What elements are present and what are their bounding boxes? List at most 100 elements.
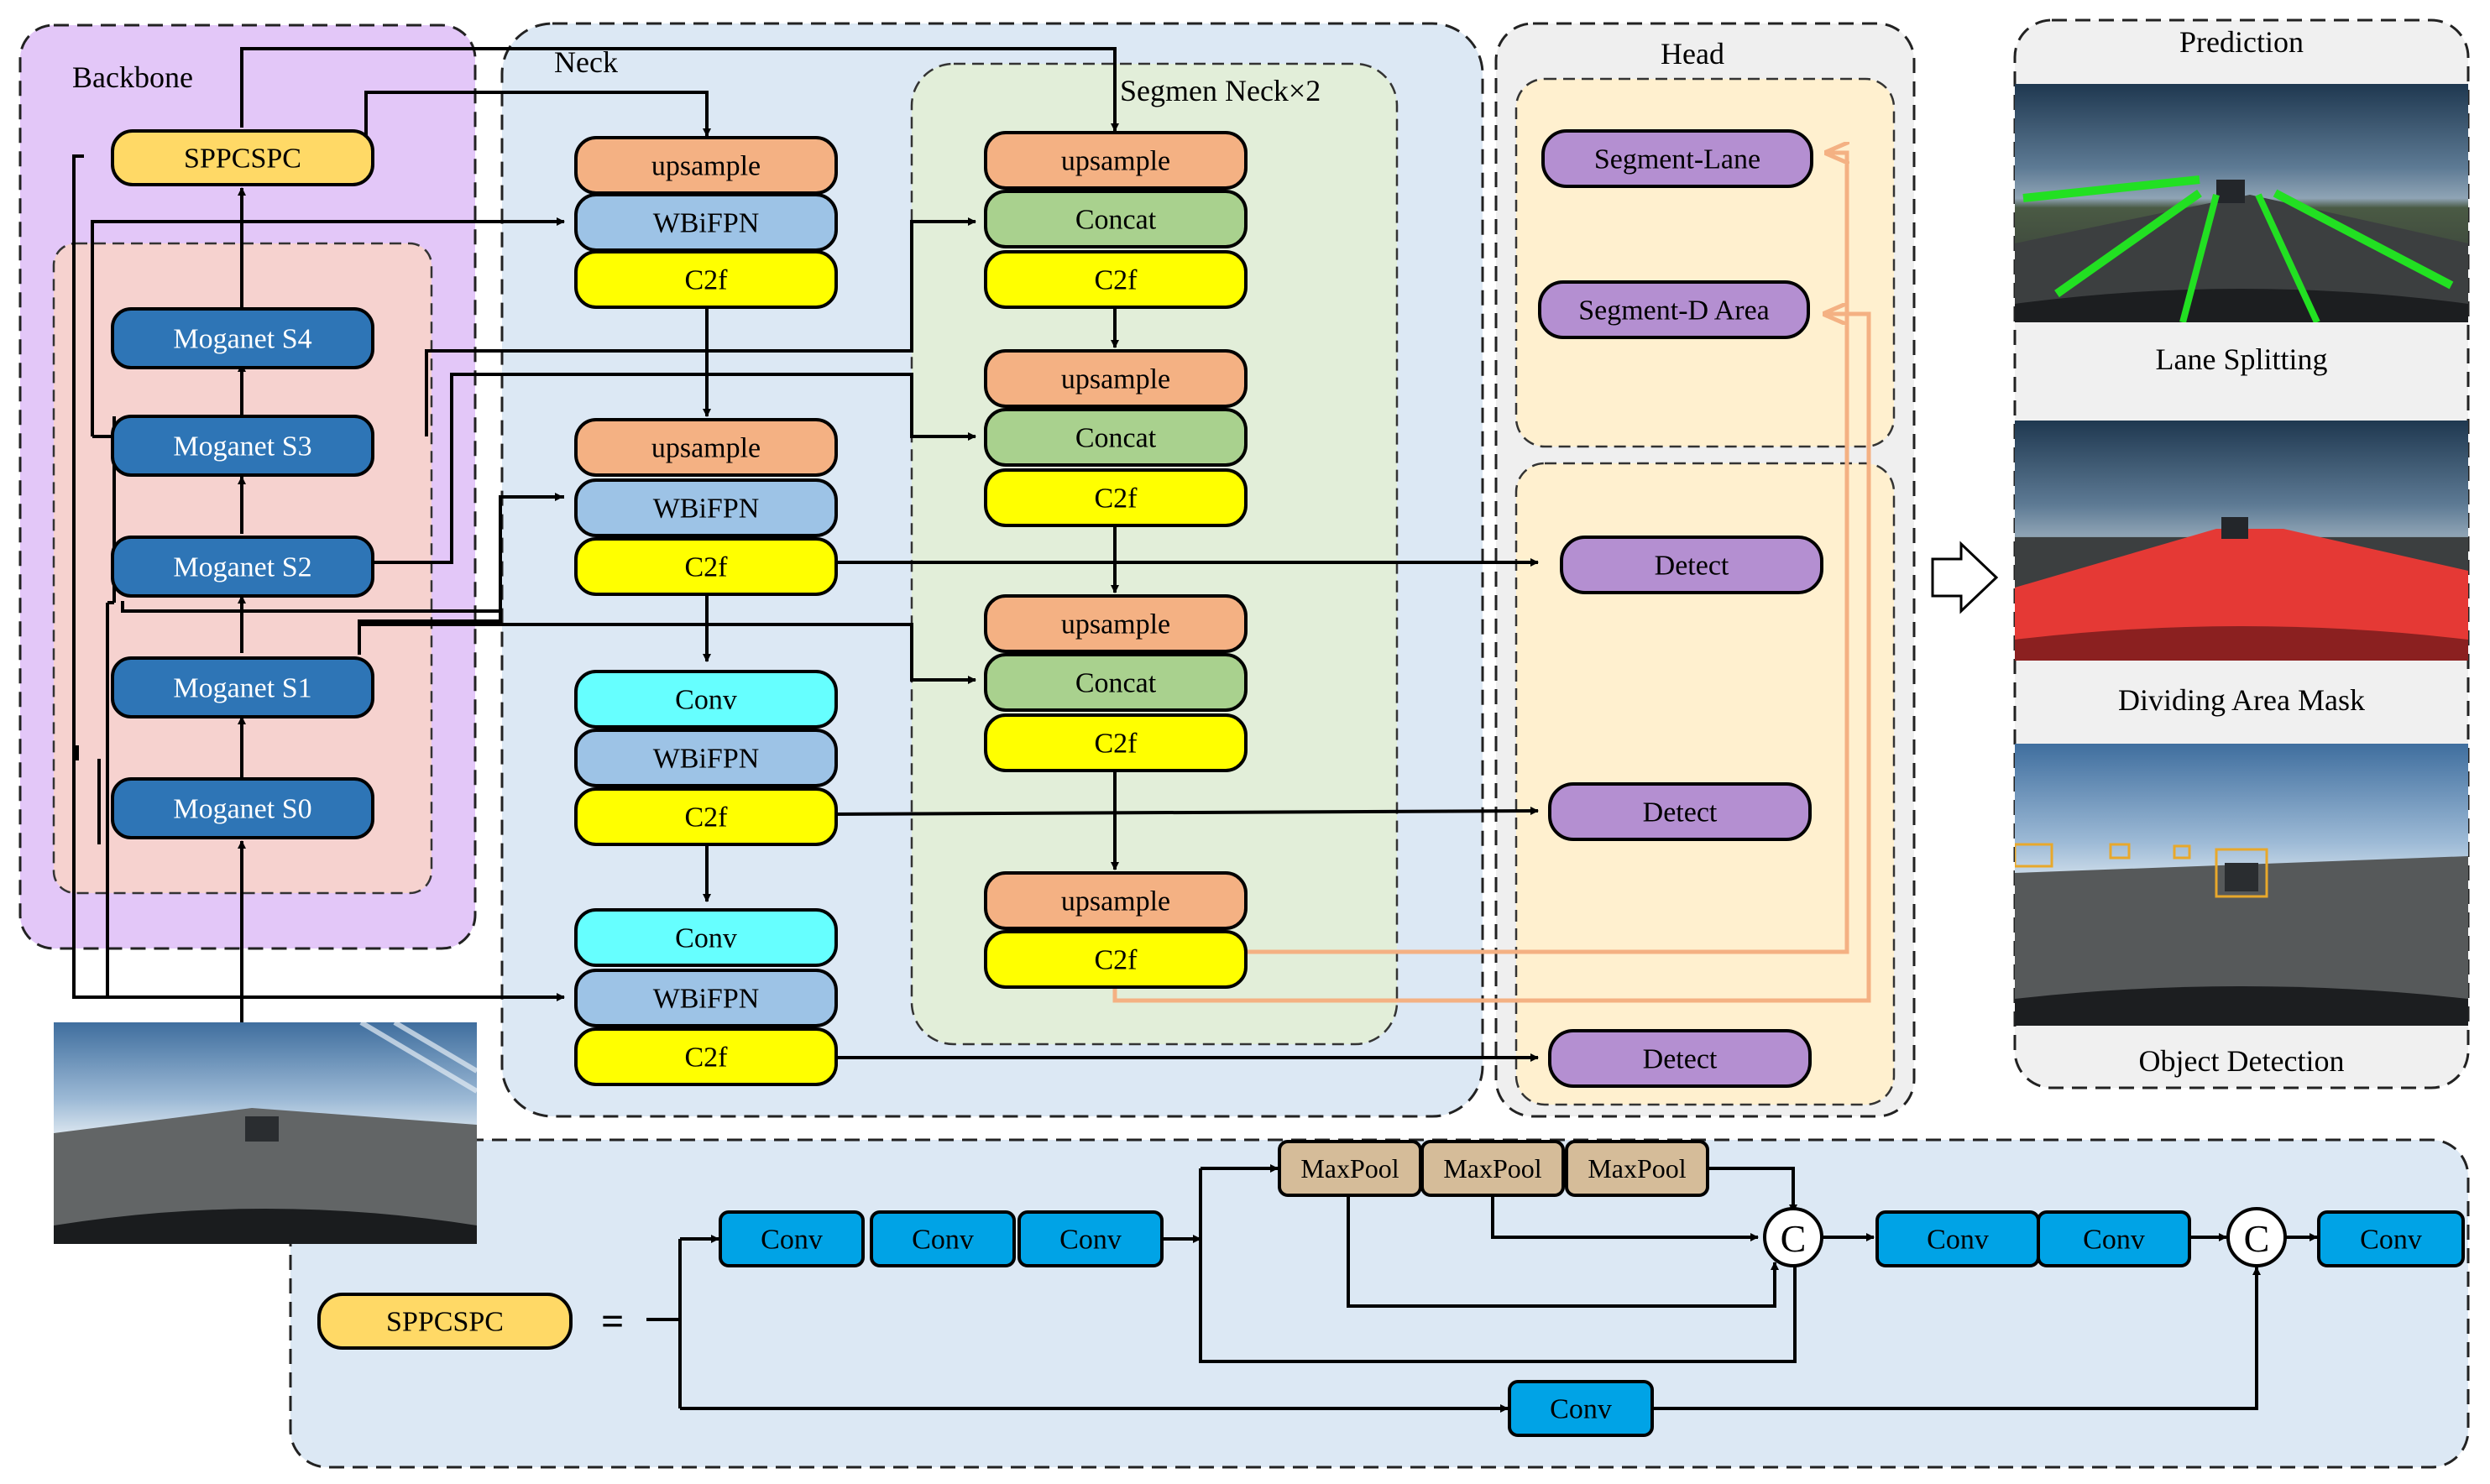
segneck-upsample-2-label: upsample: [1061, 364, 1170, 395]
spp-conv-7: Conv: [2317, 1210, 2465, 1267]
neck-c2f-3-label: C2f: [685, 802, 729, 833]
spp-conv-2-label: Conv: [912, 1225, 974, 1256]
segneck-concat-1-label: Concat: [1075, 205, 1157, 236]
lane-splitting-image: [2015, 84, 2468, 322]
neck-wbifpn-1-label: WBiFPN: [653, 208, 760, 239]
moganet-s3-block-label: Moganet S3: [173, 431, 311, 462]
spp-conv-6: Conv: [1508, 1380, 1654, 1437]
spp-concat-circle-2: C: [2226, 1207, 2287, 1267]
segneck-c2f-4-label: C2f: [1095, 945, 1138, 976]
neck-c2f-1-label: C2f: [685, 265, 729, 296]
head-segment-lane-block: Segment-Lane: [1541, 129, 1813, 188]
segneck-c2f-3: C2f: [984, 713, 1248, 772]
object-detection-image: [2015, 744, 2468, 1026]
sppcspc-block: SPPCSPC: [111, 129, 374, 186]
segneck-c2f-3-label: C2f: [1095, 729, 1138, 760]
segneck-c2f-2: C2f: [984, 468, 1248, 527]
blocks: SPPCSPC Moganet S4 Moganet S3 Moganet S2 Mog…: [111, 129, 2465, 1437]
neck-conv-2-label: Conv: [675, 923, 737, 954]
spp-conv-1: Conv: [719, 1210, 865, 1267]
neck-wbifpn-2: WBiFPN: [574, 478, 838, 537]
prediction-title: Prediction: [2179, 25, 2304, 59]
neck-wbifpn-1: WBiFPN: [574, 193, 838, 252]
segneck-upsample-3-label: upsample: [1061, 609, 1170, 640]
segneck-c2f-1: C2f: [984, 250, 1248, 309]
neck-upsample-2: upsample: [574, 418, 838, 477]
segneck-concat-3: Concat: [984, 653, 1248, 712]
spp-conv-7-label: Conv: [2360, 1225, 2422, 1256]
spp-maxpool-2: MaxPool: [1420, 1140, 1565, 1197]
neck-wbifpn-3: WBiFPN: [574, 729, 838, 787]
segneck-concat-3-label: Concat: [1075, 668, 1157, 699]
segneck-upsample-4: upsample: [984, 871, 1248, 930]
head-detect-3-block-label: Detect: [1643, 1044, 1718, 1075]
head-detect-1-block: Detect: [1560, 536, 1823, 594]
neck-upsample-1: upsample: [574, 136, 838, 195]
segneck-concat-1: Concat: [984, 190, 1248, 248]
segmen-neck-title: Segmen Neck×2: [1120, 74, 1321, 107]
head-segment-area-block: Segment-D Area: [1538, 280, 1810, 339]
spp-conv-4-label: Conv: [1927, 1225, 1989, 1256]
neck-wbifpn-4-label: WBiFPN: [653, 984, 760, 1015]
head-title: Head: [1661, 37, 1724, 71]
sppcspc-block-label: SPPCSPC: [184, 144, 301, 175]
spp-conv-5-label: Conv: [2083, 1225, 2145, 1256]
hollow-right-arrow-icon: [1931, 541, 1999, 614]
neck-c2f-4-label: C2f: [685, 1042, 729, 1074]
moganet-s3-block: Moganet S3: [111, 415, 374, 477]
spp-concat-circle-2-symbol: C: [2244, 1217, 2270, 1260]
neck-wbifpn-3-label: WBiFPN: [653, 744, 760, 775]
lane-splitting-label: Lane Splitting: [2156, 342, 2328, 376]
segneck-upsample-3: upsample: [984, 594, 1248, 653]
head-segment-lane-block-label: Segment-Lane: [1594, 144, 1760, 175]
spp-conv-3: Conv: [1017, 1210, 1164, 1267]
input-road-image: [54, 1022, 477, 1244]
neck-conv-1-label: Conv: [675, 685, 737, 716]
moganet-s1-block: Moganet S1: [111, 656, 374, 718]
spp-sppcspc-block-label: SPPCSPC: [386, 1307, 504, 1338]
neck-wbifpn-2-label: WBiFPN: [653, 494, 760, 525]
moganet-s2-block: Moganet S2: [111, 536, 374, 598]
equals-sign: =: [601, 1299, 624, 1344]
neck-c2f-2: C2f: [574, 537, 838, 596]
extra-connections: [72, 153, 2318, 1413]
neck-c2f-1: C2f: [574, 250, 838, 309]
segneck-upsample-4-label: upsample: [1061, 886, 1170, 917]
spp-conv-6-label: Conv: [1550, 1394, 1612, 1425]
head-detect-1-block-label: Detect: [1655, 551, 1729, 582]
object-detection-label: Object Detection: [2139, 1044, 2345, 1078]
spp-maxpool-3: MaxPool: [1565, 1140, 1709, 1197]
head-segment-area-block-label: Segment-D Area: [1578, 295, 1770, 327]
moganet-s2-block-label: Moganet S2: [173, 552, 311, 583]
segneck-c2f-4: C2f: [984, 930, 1248, 989]
spp-conv-2: Conv: [870, 1210, 1016, 1267]
spp-concat-circle-1: C: [1763, 1207, 1823, 1267]
spp-maxpool-1: MaxPool: [1278, 1140, 1422, 1197]
segneck-upsample-2: upsample: [984, 349, 1248, 408]
spp-sppcspc-block: SPPCSPC: [317, 1293, 573, 1350]
neck-c2f-4: C2f: [574, 1027, 838, 1086]
spp-concat-circle-1-symbol: C: [1781, 1217, 1807, 1260]
moganet-s0-block-label: Moganet S0: [173, 794, 311, 825]
head-detect-2-block: Detect: [1548, 782, 1812, 841]
spp-maxpool-3-label: MaxPool: [1588, 1153, 1686, 1184]
dividing-area-mask-image: [2015, 421, 2468, 661]
neck-title: Neck: [554, 45, 618, 79]
moganet-s1-block-label: Moganet S1: [173, 673, 311, 704]
head-detect-2-block-label: Detect: [1643, 797, 1718, 828]
segneck-upsample-1: upsample: [984, 131, 1248, 190]
spp-conv-1-label: Conv: [761, 1225, 823, 1256]
moganet-s4-block: Moganet S4: [111, 307, 374, 369]
neck-upsample-2-label: upsample: [651, 433, 761, 464]
segneck-upsample-1-label: upsample: [1061, 146, 1170, 177]
dividing-area-mask-label: Dividing Area Mask: [2118, 683, 2365, 717]
spp-maxpool-1-label: MaxPool: [1300, 1153, 1399, 1184]
neck-wbifpn-4: WBiFPN: [574, 969, 838, 1027]
spp-maxpool-2-label: MaxPool: [1443, 1153, 1541, 1184]
neck-conv-2: Conv: [574, 908, 838, 967]
head-detect-3-block: Detect: [1548, 1029, 1812, 1088]
segneck-concat-2: Concat: [984, 408, 1248, 467]
segneck-c2f-2-label: C2f: [1095, 483, 1138, 515]
neck-c2f-2-label: C2f: [685, 552, 729, 583]
